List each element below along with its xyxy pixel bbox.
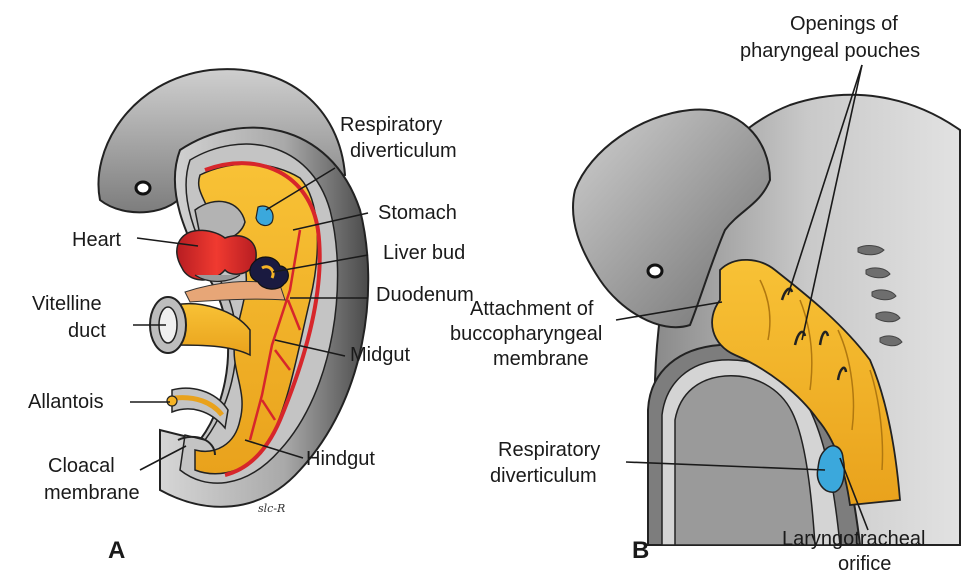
heart-shape [177,230,256,280]
label-buccopharyngeal-3: membrane [493,348,589,370]
label-cloacal-membrane-1: Cloacal [48,455,115,477]
panel-b-drawing [573,95,960,545]
label-pharyngeal-pouches-2: pharyngeal pouches [740,40,920,62]
label-respiratory-diverticulum-b-2: diverticulum [490,465,597,487]
allantois-stalk [172,388,228,428]
panel-label-a: A [108,537,125,564]
label-laryngotracheal-2: orifice [838,553,891,575]
allantois-tip [167,396,177,406]
label-respiratory-diverticulum-a-2: diverticulum [350,140,457,162]
label-pharyngeal-pouches-1: Openings of [790,13,898,35]
label-laryngotracheal-1: Laryngotracheal [782,528,925,550]
artist-signature: slc-R [258,502,285,515]
label-vitelline-duct-2: duct [68,320,106,342]
embryo-a-eye [136,182,150,194]
label-liver-bud: Liver bud [383,242,465,264]
label-buccopharyngeal-2: buccopharyngeal [450,323,602,345]
embryo-b-eye [648,265,662,277]
label-stomach: Stomach [378,202,457,224]
panel-a-drawing [98,69,368,507]
label-duodenum: Duodenum [376,284,474,306]
panel-label-b: B [632,537,649,564]
label-respiratory-diverticulum-b-1: Respiratory [498,439,600,461]
label-cloacal-membrane-2: membrane [44,482,140,504]
respiratory-diverticulum-a [256,206,273,225]
label-midgut: Midgut [350,344,410,366]
label-buccopharyngeal-1: Attachment of [470,298,594,320]
label-vitelline-duct-1: Vitelline [32,293,102,315]
label-allantois: Allantois [28,391,104,413]
label-heart: Heart [72,229,121,251]
label-respiratory-diverticulum-a-1: Respiratory [340,114,442,136]
label-hindgut: Hindgut [306,448,375,470]
